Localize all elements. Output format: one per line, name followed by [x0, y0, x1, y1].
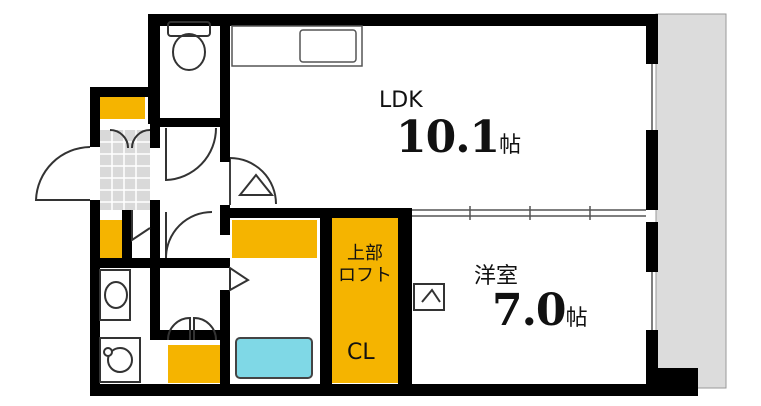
ldk-label: LDK	[379, 88, 423, 113]
washbasin	[99, 269, 131, 321]
entrance-tile	[100, 130, 150, 210]
walls	[90, 14, 698, 396]
storage-bath	[168, 345, 220, 383]
sliding-partition	[229, 64, 653, 330]
toilet	[167, 21, 211, 71]
storage-left-small	[100, 220, 122, 258]
kitchen-counter	[231, 25, 363, 67]
western-size-value: 7.0	[492, 285, 567, 336]
ldk-size-unit: 帖	[499, 133, 522, 158]
storage-top-left	[100, 97, 145, 119]
ldk-size: 10.1帖	[396, 112, 521, 163]
loft-label-line1: 上部	[347, 243, 383, 264]
storage-hall	[232, 220, 317, 258]
closet-cl	[330, 217, 400, 383]
closet-label: CL	[347, 340, 375, 365]
balcony	[655, 13, 727, 389]
washing-machine-pan	[99, 337, 141, 383]
doors	[34, 127, 445, 341]
western-room-size: 7.0帖	[492, 285, 588, 336]
western-size-unit: 帖	[565, 306, 588, 331]
loft-label: 上部 ロフト	[336, 243, 394, 287]
loft-label-line2: ロフト	[338, 265, 392, 286]
bathtub	[235, 337, 313, 379]
ldk-size-value: 10.1	[396, 112, 500, 163]
western-room-label: 洋室	[474, 264, 519, 289]
